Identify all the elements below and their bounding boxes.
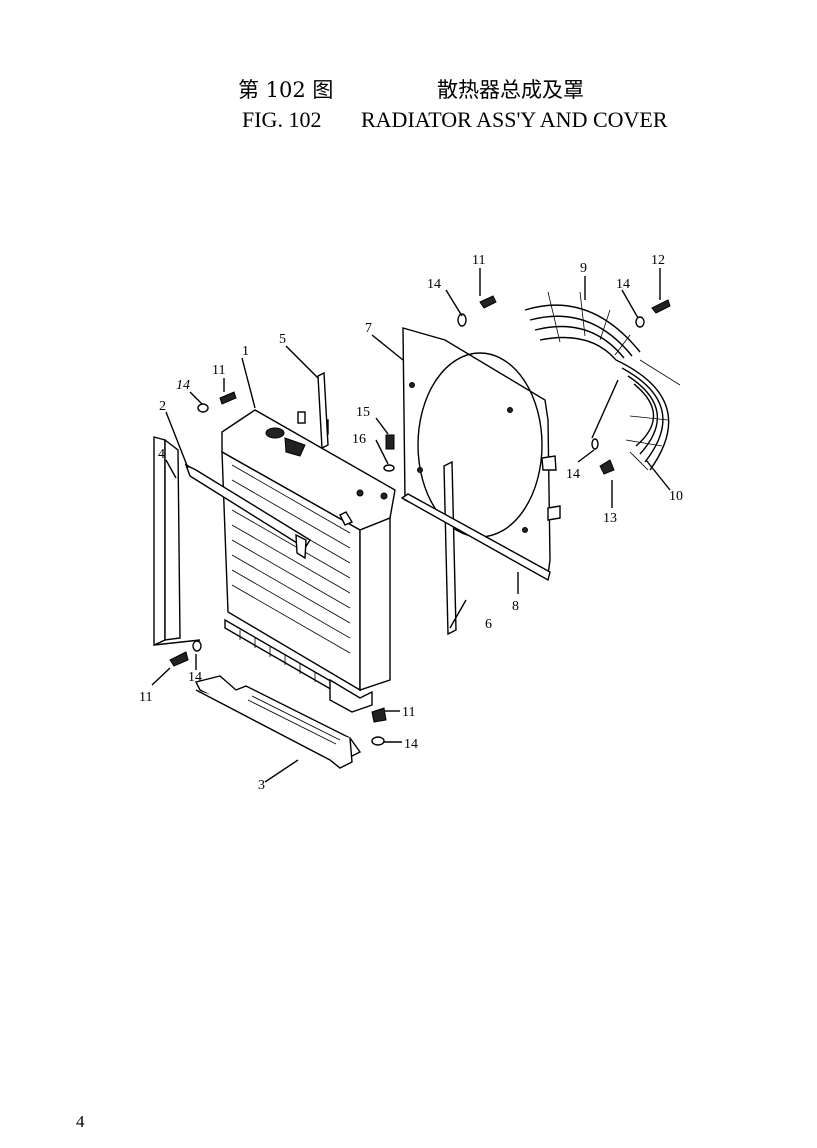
callout-5: 5: [279, 332, 286, 347]
shroud-bar-6: [443, 460, 457, 636]
callout-16: 16: [352, 432, 366, 447]
callout-11-right: 11: [402, 705, 415, 720]
fan-guard-9: [524, 291, 641, 361]
callout-14-bottom: 14: [188, 670, 202, 685]
callout-10: 10: [669, 489, 683, 504]
figure-title-en: RADIATOR ASS'Y AND COVER: [361, 107, 668, 132]
callout-3: 3: [258, 778, 265, 793]
page-number: 4: [76, 1112, 85, 1131]
callout-4: 4: [158, 447, 165, 462]
fan-guard-10: [615, 359, 681, 471]
figure-number-cn: 第 102 图: [238, 78, 334, 102]
leader-lines: [151, 268, 671, 783]
top-bar-5: [317, 371, 329, 450]
callout-7: 7: [365, 321, 372, 336]
callout-14-right: 14: [566, 467, 580, 482]
callout-14-top: 14: [427, 277, 441, 292]
callout-14-fan: 14: [616, 277, 630, 292]
callout-14-lower: 14: [404, 737, 418, 752]
callout-13: 13: [603, 511, 617, 526]
left-cover-4: [153, 436, 201, 647]
figure-title-cn: 散热器总成及罩: [437, 78, 584, 102]
side-cover-2: [184, 463, 311, 560]
callout-9: 9: [580, 261, 587, 276]
figure-number-en: FIG. 102: [242, 107, 322, 132]
callout-8: 8: [512, 599, 519, 614]
fasteners: [169, 295, 671, 746]
callout-11-bottom: 11: [139, 690, 152, 705]
callout-12: 12: [651, 253, 665, 268]
callout-11-top: 11: [472, 253, 485, 268]
callout-2: 2: [159, 399, 166, 414]
callout-1: 1: [242, 344, 249, 359]
callout-11-left: 11: [212, 363, 225, 378]
callout-15: 15: [356, 405, 370, 420]
shroud-bracket-8: [400, 493, 551, 582]
callout-6: 6: [485, 617, 492, 632]
callout-14-left: 14: [176, 378, 190, 393]
bottom-cover-3: [194, 675, 362, 769]
radiator-assembly: [221, 409, 396, 713]
